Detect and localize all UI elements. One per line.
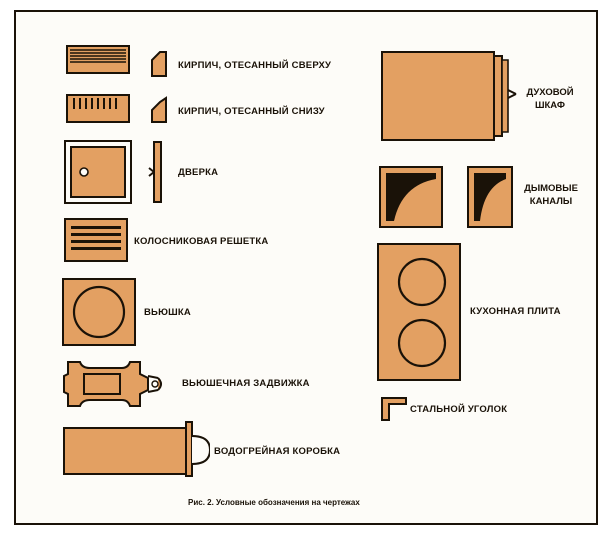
label-brick-hewn-top: КИРПИЧ, ОТЕСАННЫЙ СВЕРХУ [178,60,332,71]
oven-symbol [380,50,518,142]
flue-channel-right-symbol [466,165,514,229]
grate-symbol [64,218,130,264]
brick-hewn-top-symbol [66,45,132,75]
label-brick-hewn-bottom: КИРПИЧ, ОТЕСАННЫЙ СНИЗУ [178,106,325,117]
steel-angle-symbol [380,396,410,422]
label-flues-line2: КАНАЛЫ [529,196,573,207]
label-oven-line2: ШКАФ [534,100,566,111]
label-grate: КОЛОСНИКОВАЯ РЕШЕТКА [134,236,269,247]
label-kitchen-stove: КУХОННАЯ ПЛИТА [470,306,561,317]
label-damper: ВЬЮШКА [144,307,191,318]
brick-hewn-bottom-symbol [66,94,132,124]
kitchen-stove-symbol [376,242,464,382]
door-section-icon [147,140,167,204]
figure-caption: Рис. 2. Условные обозначения на чертежах [188,498,360,507]
label-flues: ДЫМОВЫЕ КАНАЛЫ [520,182,582,208]
label-oven: ДУХОВОЙ ШКАФ [522,86,578,112]
brick-hewn-bottom-section-icon [150,96,170,124]
water-box-symbol [62,420,210,478]
label-door: ДВЕРКА [178,167,219,178]
brick-hewn-top-section-icon [150,50,170,78]
label-slide-damper: ВЬЮШЕЧНАЯ ЗАДВИЖКА [182,378,310,389]
slide-damper-symbol [62,358,166,410]
label-flues-line1: ДЫМОВЫЕ [524,183,578,194]
label-water-box: ВОДОГРЕЙНАЯ КОРОБКА [214,446,341,457]
label-steel-angle: СТАЛЬНОЙ УГОЛОК [410,404,508,415]
label-oven-line1: ДУХОВОЙ [526,87,574,98]
damper-symbol [62,278,138,348]
flue-channel-left-symbol [378,165,444,229]
door-symbol [64,140,134,204]
